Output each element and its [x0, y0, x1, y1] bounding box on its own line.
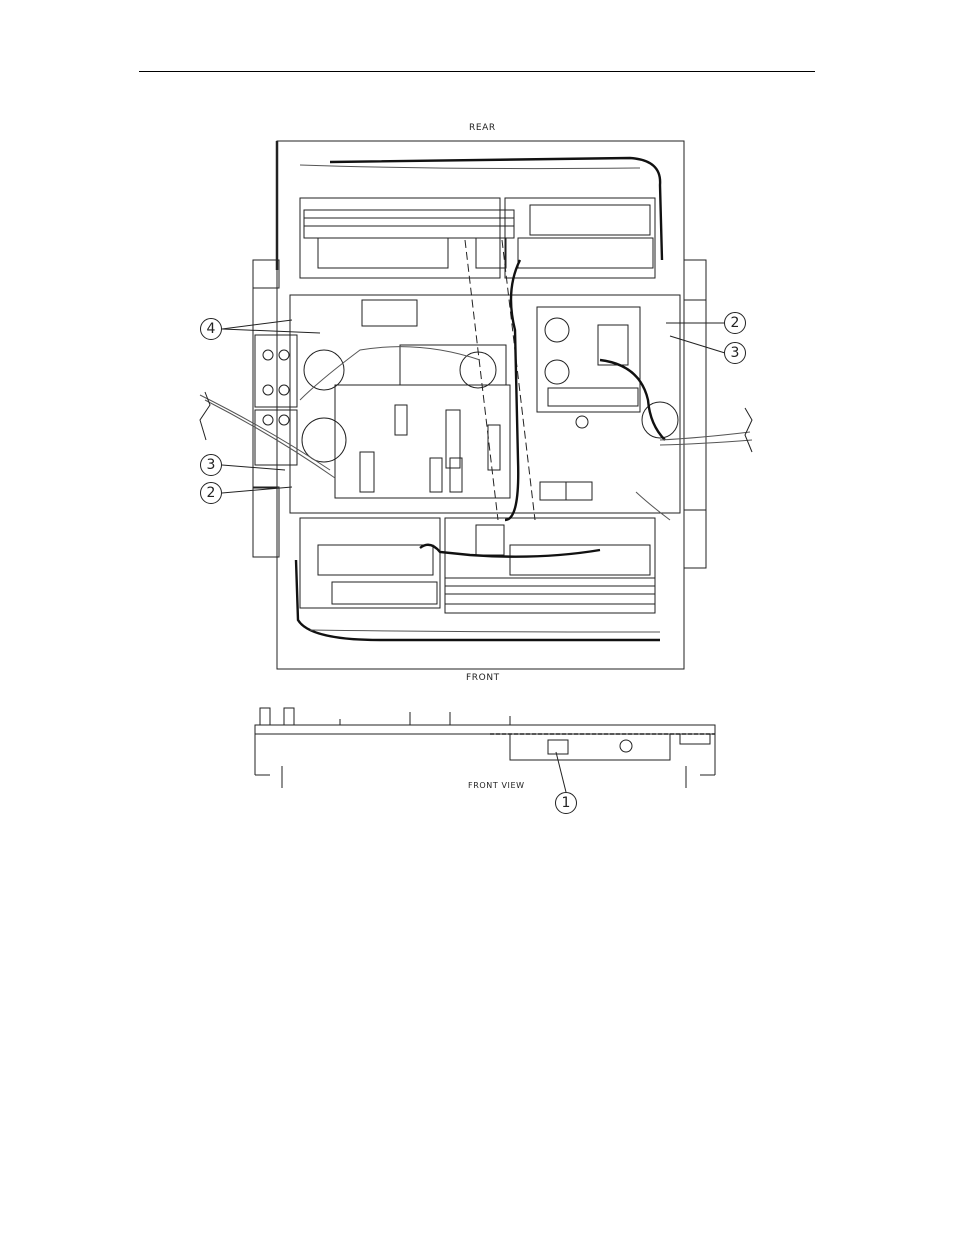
front-view-label: FRONT VIEW: [468, 781, 525, 790]
callout-4: 4: [200, 318, 222, 340]
rear-harness: [330, 158, 662, 260]
right-ear-bottom: [684, 510, 706, 568]
center-plate: [290, 295, 680, 513]
callout-2-left: 2: [200, 482, 222, 504]
front-view-drawing: [255, 708, 715, 788]
left-ear-top: [253, 260, 279, 288]
front-harness: [296, 560, 660, 640]
grommet-center: [460, 352, 496, 388]
power-supply-board: [537, 307, 640, 412]
callout-1: 1: [555, 792, 577, 814]
callout-3-right: 3: [724, 342, 746, 364]
chassis-outline: [277, 141, 684, 669]
left-ear-bottom: [253, 487, 279, 557]
front-label: FRONT: [466, 673, 500, 683]
callout-2-right: 2: [724, 312, 746, 334]
right-ear-top: [684, 260, 706, 300]
callout-3-left: 3: [200, 454, 222, 476]
front-left-board: [300, 518, 440, 608]
rear-label: REAR: [469, 123, 496, 133]
left-terminal-block: [255, 335, 297, 407]
